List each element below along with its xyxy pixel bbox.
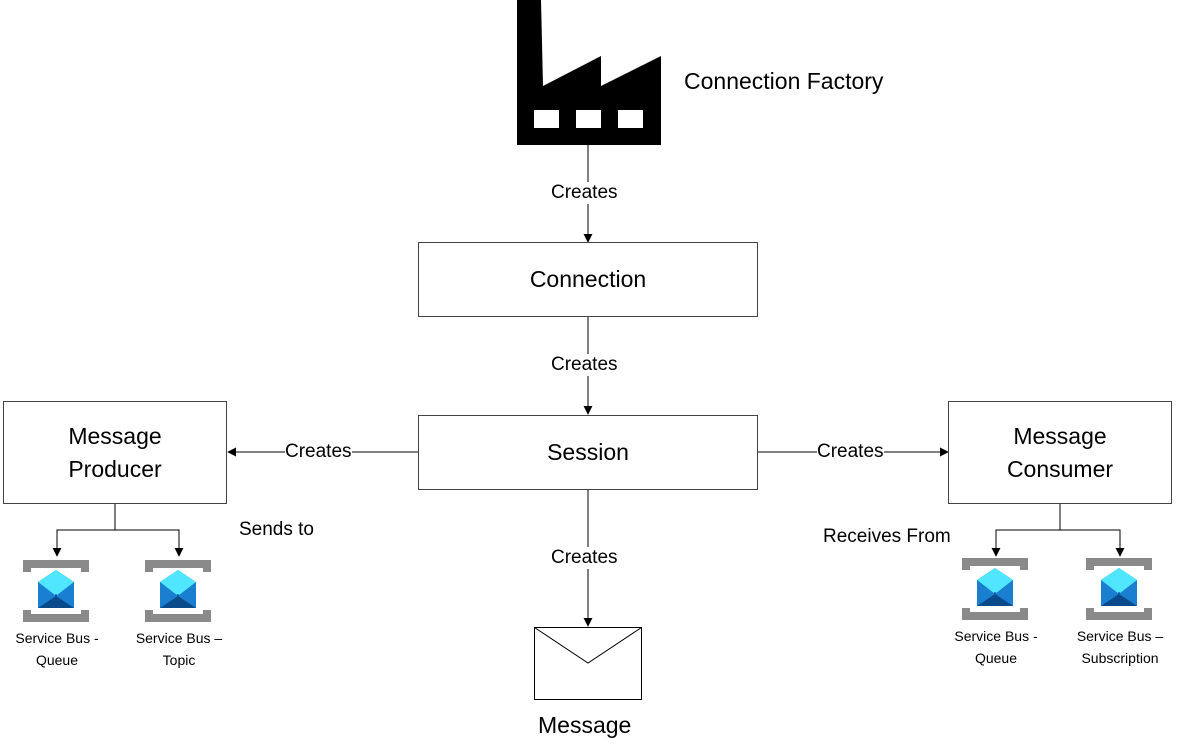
service-bus-caption-line1: Service Bus - — [15, 630, 99, 646]
producer-label-line1: Message — [68, 422, 162, 449]
edge-label-connection-session: Creates — [551, 354, 618, 376]
service-bus-caption-line2: Subscription — [1081, 650, 1159, 666]
session-box: Session — [418, 415, 758, 490]
factory-label: Connection Factory — [684, 68, 884, 94]
edge-label-session-consumer: Creates — [817, 441, 884, 463]
consumer-label-line2: Consumer — [1006, 455, 1114, 482]
message-producer-box: Message Producer — [3, 401, 227, 504]
consumer-label-line1: Message — [1013, 422, 1107, 449]
connection-box: Connection — [418, 242, 758, 317]
service-bus-icon — [23, 560, 89, 622]
service-bus-caption-line1: Service Bus – — [1076, 628, 1164, 644]
factory-icon — [517, 0, 661, 145]
message-label: Message — [538, 712, 632, 738]
service-bus-caption-line2: Queue — [35, 652, 79, 668]
service-bus-caption-line2: Queue — [974, 650, 1018, 666]
edge-label-session-message: Creates — [551, 547, 618, 569]
consumer-branch — [1060, 529, 1125, 557]
producer-label-line2: Producer — [68, 455, 162, 482]
edge-label-sends-to: Sends to — [239, 519, 314, 541]
connection-label: Connection — [529, 266, 647, 292]
edge-label-receives-from: Receives From — [823, 526, 951, 548]
session-label: Session — [547, 439, 629, 465]
service-bus-icon — [962, 558, 1028, 620]
service-bus-caption-line1: Service Bus - — [954, 628, 1038, 644]
service-bus-icon — [145, 560, 211, 622]
service-bus-caption-line2: Topic — [162, 652, 196, 668]
edge-label-session-producer: Creates — [285, 441, 352, 463]
consumer-branch — [991, 504, 1061, 557]
producer-branch — [52, 504, 116, 557]
service-bus-caption: Service Bus – Topic — [119, 627, 239, 671]
service-bus-caption: Service Bus – Subscription — [1060, 625, 1180, 669]
service-bus-caption: Service Bus - Queue — [936, 625, 1056, 669]
message-envelope-icon — [534, 627, 642, 700]
producer-branch — [115, 529, 184, 557]
service-bus-caption-line1: Service Bus – — [135, 630, 223, 646]
service-bus-icon — [1086, 558, 1152, 620]
service-bus-caption: Service Bus - Queue — [0, 627, 117, 671]
edge-label-factory-connection: Creates — [551, 182, 618, 204]
message-consumer-box: Message Consumer — [948, 401, 1172, 504]
